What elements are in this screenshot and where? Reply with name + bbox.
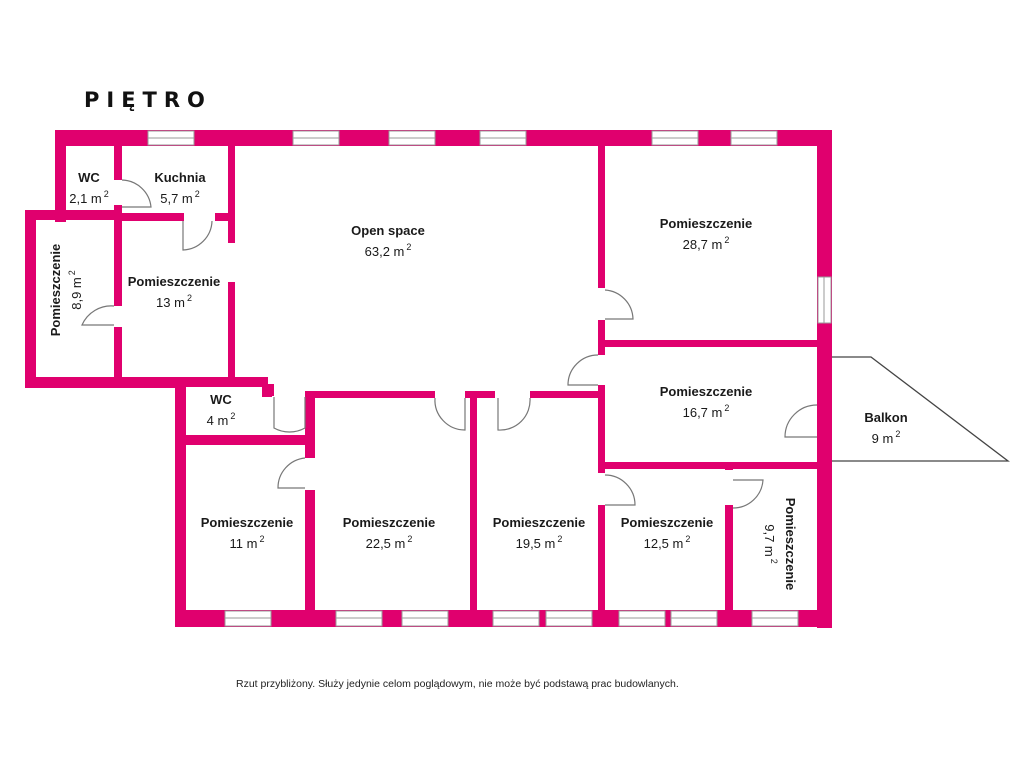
- window-mullions: [148, 137, 825, 619]
- room-label-9-7: Pomieszczenie 9,7 m2: [762, 497, 798, 591]
- doors: [81, 179, 818, 509]
- walls: [25, 130, 832, 628]
- disclaimer-text: Rzut przybliżony. Służy jedynie celom po…: [236, 678, 679, 690]
- balcony-outline: [832, 356, 1010, 462]
- room-label-8-9: Pomieszczenie 8,9 m2: [48, 243, 84, 337]
- floor-title: PIĘTRO: [84, 88, 212, 112]
